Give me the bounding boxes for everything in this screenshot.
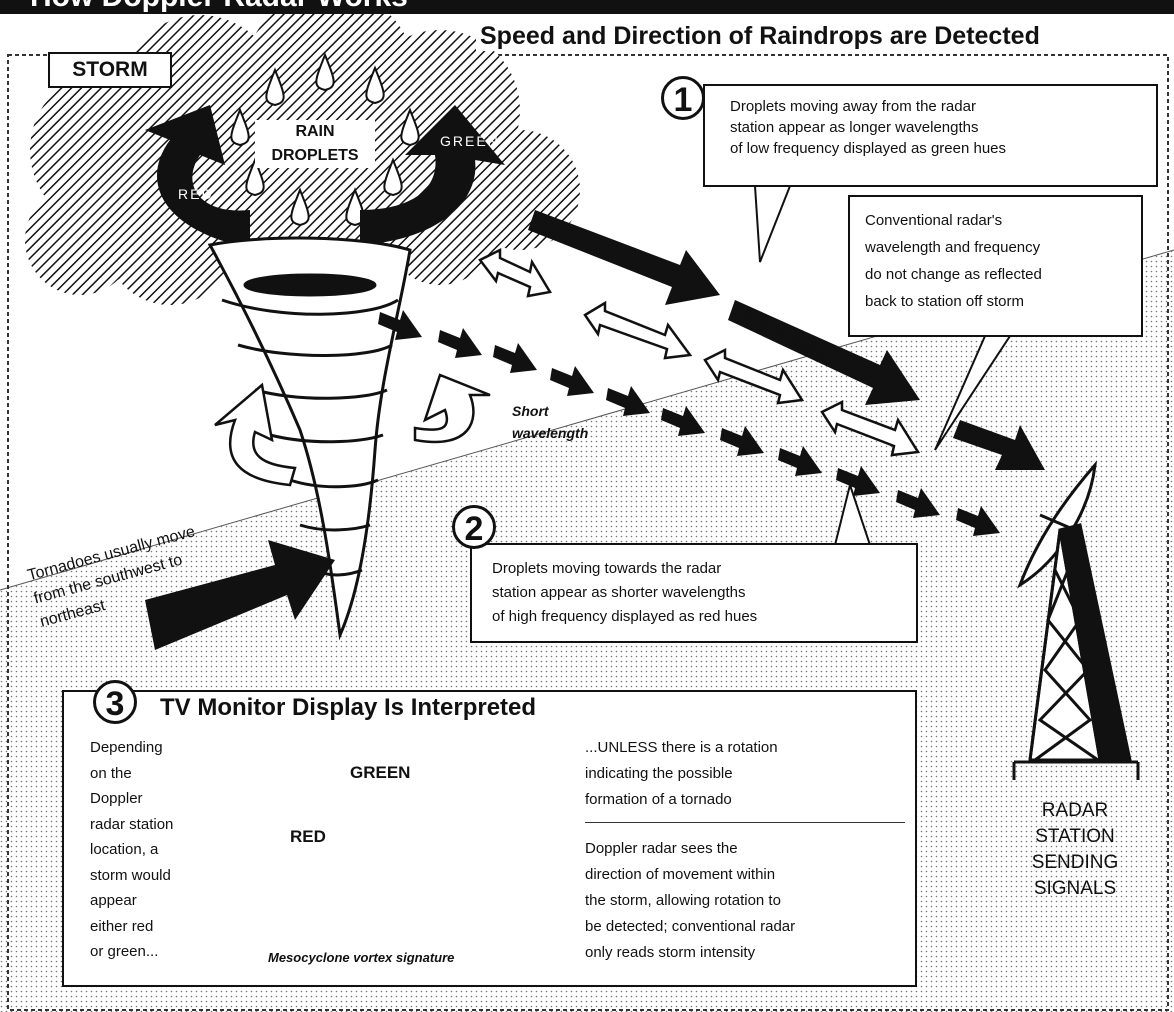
callout-1: Droplets moving away from the radar stat…: [703, 84, 1158, 187]
callout-conventional: Conventional radar's wavelength and freq…: [848, 195, 1143, 337]
red-arrow: [145, 105, 250, 248]
subtitle: Speed and Direction of Raindrops are Det…: [476, 22, 1044, 51]
tornado-funnel: [207, 236, 412, 641]
rain-droplets-label: RAIN DROPLETS: [255, 120, 375, 168]
panel-3-title: TV Monitor Display Is Interpreted: [160, 694, 537, 721]
panel-3-left-text: Depending on the Doppler radar station l…: [90, 739, 174, 960]
radar-station-label: RADAR STATION SENDING SIGNALS: [1031, 800, 1119, 899]
monitor-red-label: RED: [290, 827, 326, 846]
callout-2-number: 2: [452, 505, 496, 549]
callout-2: Droplets moving towards the radar statio…: [470, 543, 918, 643]
green-arrow-label: GREEN: [440, 133, 500, 149]
reflected-signal-arrows: [478, 247, 921, 457]
storm-label: STORM: [48, 52, 172, 88]
panel-3-right-text-2: Doppler radar sees the direction of move…: [585, 840, 796, 961]
monitor-green-label: GREEN: [350, 763, 411, 782]
monitor-caption: Mesocyclone vortex signature: [268, 950, 455, 965]
red-arrow-label: RED: [178, 186, 214, 202]
title-bar: How Doppler Radar Works: [0, 0, 1174, 14]
short-wavelength-label: Short wavelength: [512, 403, 589, 441]
green-arrow: [360, 105, 505, 245]
short-wavelength-arrows: [378, 310, 1000, 536]
panel-3: [62, 690, 917, 987]
rotation-arrow-right: [413, 373, 491, 444]
panel-3-right-text-1: ...UNLESS there is a rotation indicating…: [585, 739, 778, 808]
panel-3-divider: [585, 822, 905, 823]
raindrop-icons: [230, 52, 420, 227]
title-text: How Doppler Radar Works: [30, 0, 408, 14]
movement-arrow: [145, 540, 335, 650]
rotation-arrow-left: [214, 382, 297, 487]
callout-1-number: 1: [661, 76, 705, 120]
long-wavelength-arrows: [528, 210, 1045, 470]
radar-tower: [1012, 460, 1140, 780]
panel-3-number: 3: [93, 680, 137, 724]
